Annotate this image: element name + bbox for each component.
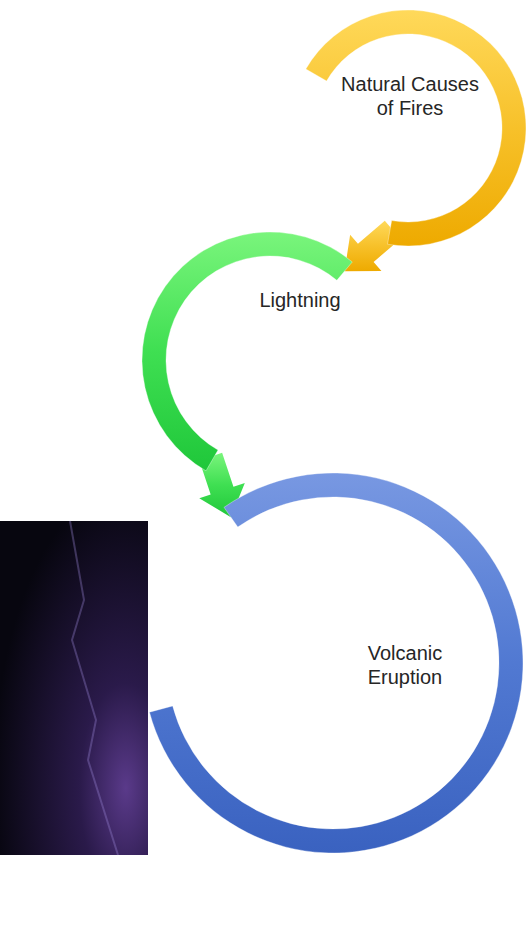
circular-arrow-node: Volcanic Eruption bbox=[141, 471, 525, 855]
ring-arc bbox=[306, 10, 526, 246]
circular-arrow-node: Natural Causes of Fires bbox=[288, 8, 528, 248]
ring-arc bbox=[149, 473, 523, 853]
node-label: Natural Causes of Fires bbox=[335, 72, 485, 120]
ring-outline bbox=[141, 471, 525, 855]
ring-outline bbox=[288, 8, 528, 248]
circular-arrow-node: Lightning bbox=[140, 230, 400, 490]
lightning-streak bbox=[70, 521, 118, 855]
ring-arc bbox=[142, 232, 352, 471]
ring-outline bbox=[140, 230, 400, 490]
node-label: Lightning bbox=[259, 288, 340, 312]
node-label: Volcanic Eruption bbox=[350, 641, 460, 689]
photo-fragment bbox=[0, 521, 148, 855]
